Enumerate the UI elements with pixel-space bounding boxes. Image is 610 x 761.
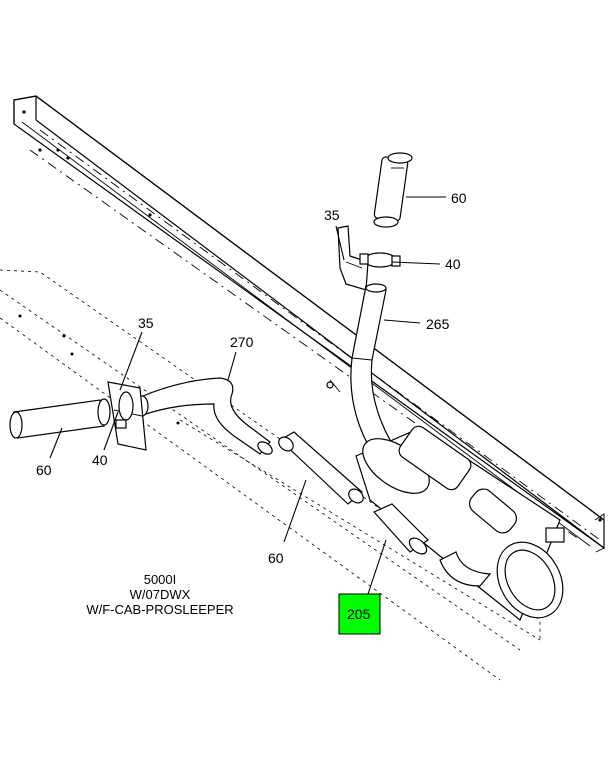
callout-40-top[interactable]: 40 (445, 256, 461, 272)
highlight-box[interactable] (338, 593, 381, 635)
caption-line-3: W/F-CAB-PROSLEEPER (86, 602, 233, 617)
callout-35-left[interactable]: 35 (138, 315, 154, 331)
callout-265[interactable]: 265 (426, 316, 450, 332)
pipe-270[interactable] (135, 377, 274, 457)
callout-60-mid[interactable]: 60 (268, 550, 284, 566)
leader-lines (49, 196, 446, 595)
pipe-60-left[interactable] (9, 398, 111, 439)
callout-35-top[interactable]: 35 (324, 207, 340, 223)
bracket-35-top[interactable] (337, 225, 369, 291)
pipe-265[interactable] (350, 283, 391, 453)
pipe-60-mid[interactable] (276, 431, 366, 506)
callout-60-left[interactable]: 60 (36, 462, 52, 478)
pipe-205[interactable] (373, 503, 430, 557)
caption-line-1: 5000I (144, 572, 177, 587)
clamp-40-top[interactable] (359, 252, 401, 268)
aftertreatment-assembly (326, 379, 565, 621)
model-caption: 5000I W/07DWX W/F-CAB-PROSLEEPER (86, 572, 233, 617)
callout-60-top[interactable]: 60 (451, 190, 467, 206)
pipe-60-top[interactable] (373, 152, 413, 228)
clamp-40-left[interactable] (115, 391, 134, 429)
callout-40-left[interactable]: 40 (92, 452, 108, 468)
callout-270[interactable]: 270 (230, 334, 254, 350)
frame-rail-right (13, 95, 605, 553)
callout-205-highlight[interactable]: 205 (338, 593, 381, 635)
callout-labels: 60 35 40 265 35 270 60 40 60 (36, 190, 467, 566)
caption-line-2: W/07DWX (130, 587, 191, 602)
callout-205[interactable]: 205 (347, 606, 371, 622)
